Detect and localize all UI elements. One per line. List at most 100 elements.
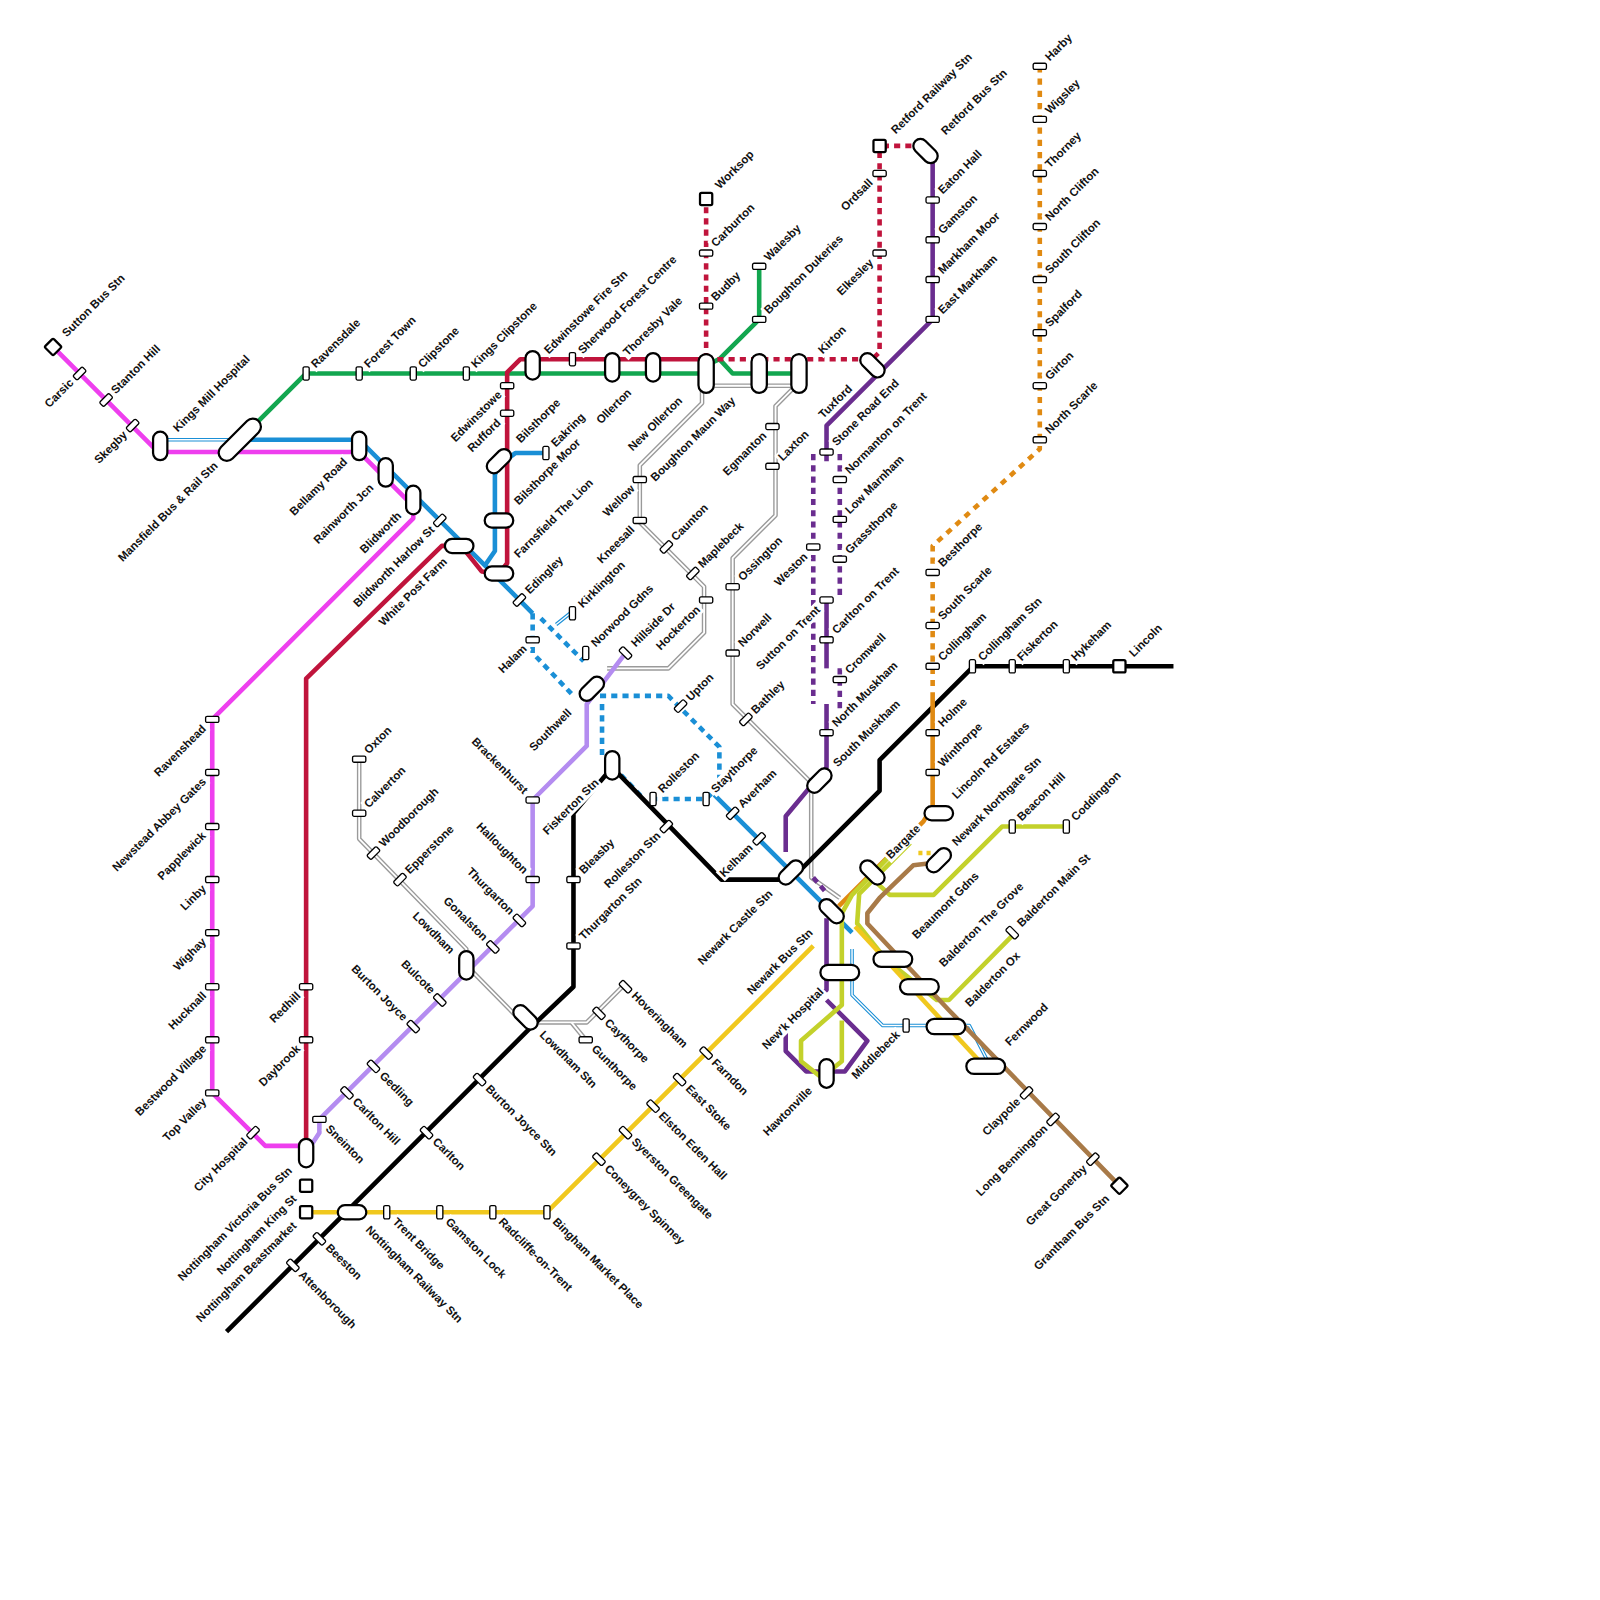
station-marker	[726, 650, 739, 656]
route-lines	[53, 66, 1173, 1331]
station-label: Papplewick	[154, 828, 210, 884]
interchange-marker	[352, 432, 366, 461]
interchange-marker	[577, 674, 607, 704]
station-marker	[969, 660, 975, 673]
station-label: Mansfield Bus & Rail Stn	[115, 458, 223, 566]
interchange-marker	[924, 845, 954, 875]
station-marker	[1033, 116, 1046, 122]
station-marker	[1033, 223, 1046, 229]
station-marker	[569, 607, 575, 620]
station-marker	[367, 846, 381, 860]
station-marker	[340, 1086, 354, 1100]
station-marker	[1033, 330, 1046, 336]
interchange-marker	[804, 765, 834, 795]
grey-route-inner	[359, 386, 840, 1040]
station-marker	[703, 792, 709, 805]
station-marker	[99, 393, 113, 407]
station-marker	[926, 316, 939, 322]
station-label: Wellow	[599, 481, 639, 521]
station-label: Elkesley	[833, 255, 878, 300]
station-label: Stone Road End	[828, 376, 903, 451]
station-label: Fiskerton Stn	[539, 775, 603, 839]
station-label: East Stoke	[681, 1081, 735, 1135]
station-marker	[501, 410, 514, 416]
station-label: Bargate	[882, 820, 924, 862]
station-marker	[833, 477, 846, 483]
station-label: Wighay	[170, 934, 211, 975]
station-marker	[206, 984, 219, 990]
grey-route	[714, 386, 840, 898]
blue-dotted-line	[541, 618, 584, 661]
station-marker	[1033, 170, 1046, 176]
pink-line	[53, 347, 413, 1146]
station-marker	[513, 593, 527, 607]
station-marker	[1033, 437, 1046, 443]
station-marker	[73, 367, 87, 381]
station-label: Sutton Bus Stn	[59, 271, 130, 342]
terminal-marker	[300, 1180, 312, 1192]
orange-line	[839, 694, 933, 906]
interchange-marker	[776, 857, 806, 887]
station-marker	[206, 1090, 219, 1096]
station-marker	[393, 873, 407, 887]
station-label: Eaton Hall	[934, 147, 986, 199]
station-label: Carlton on Trent	[828, 563, 903, 638]
station-label: South Muskham	[829, 696, 904, 771]
station-marker	[926, 197, 939, 203]
station-marker	[619, 1126, 633, 1140]
interchange-marker	[924, 806, 953, 820]
station-label: Bingham Market Place	[548, 1214, 647, 1313]
station-marker	[753, 263, 766, 269]
station-label: Kirton	[815, 322, 851, 358]
interchange-marker	[857, 350, 887, 380]
station-label: Thurgarton	[463, 864, 519, 920]
interchange-marker	[910, 136, 940, 166]
station-label: Middlebeck	[848, 1027, 904, 1083]
station-label: Carburton	[708, 200, 759, 251]
station-label: Kelham	[716, 840, 758, 882]
station-label: Sneinton	[321, 1121, 368, 1168]
station-marker	[543, 446, 549, 459]
station-label: Girton	[1041, 348, 1078, 385]
station-label: Bulcote	[397, 957, 439, 999]
station-label: Oxton	[361, 722, 397, 758]
interchange-marker	[927, 1019, 966, 1034]
station-label: Bathley	[747, 676, 789, 718]
station-marker	[820, 597, 833, 603]
station-marker	[583, 646, 589, 659]
station-label: Newstead Abbey Gates	[109, 774, 211, 876]
station-marker	[833, 516, 846, 522]
station-marker	[569, 353, 575, 366]
station-marker	[726, 806, 740, 820]
station-label: North Muskham	[828, 658, 902, 732]
station-label: Burton Joyce Stn	[481, 1081, 561, 1161]
station-marker	[807, 544, 820, 550]
station-label: Wigsley	[1041, 75, 1084, 118]
interchange-marker	[459, 951, 473, 980]
station-label: Upton	[682, 669, 718, 705]
station-marker	[1086, 1152, 1100, 1166]
interchange-marker	[485, 566, 514, 580]
station-marker	[367, 1059, 381, 1073]
grey-route	[714, 386, 840, 898]
blue-line	[240, 440, 533, 613]
station-marker	[1046, 1113, 1060, 1127]
purple-dotted-line	[811, 454, 816, 704]
station-label: Redhill	[266, 988, 305, 1027]
station-marker	[501, 383, 514, 389]
station-marker	[699, 303, 712, 309]
interchange-marker	[153, 432, 167, 461]
station-marker	[752, 832, 766, 846]
station-label: Tuxford	[815, 381, 857, 423]
station-marker	[686, 567, 700, 581]
station-label: Egmanton	[719, 428, 771, 480]
interchange-marker	[406, 486, 420, 515]
station-label: Claypole	[979, 1094, 1025, 1140]
station-marker	[633, 517, 646, 523]
interchange-marker	[299, 1139, 313, 1168]
station-marker	[820, 449, 833, 455]
interchange-marker	[873, 952, 912, 967]
station-marker	[567, 943, 580, 949]
